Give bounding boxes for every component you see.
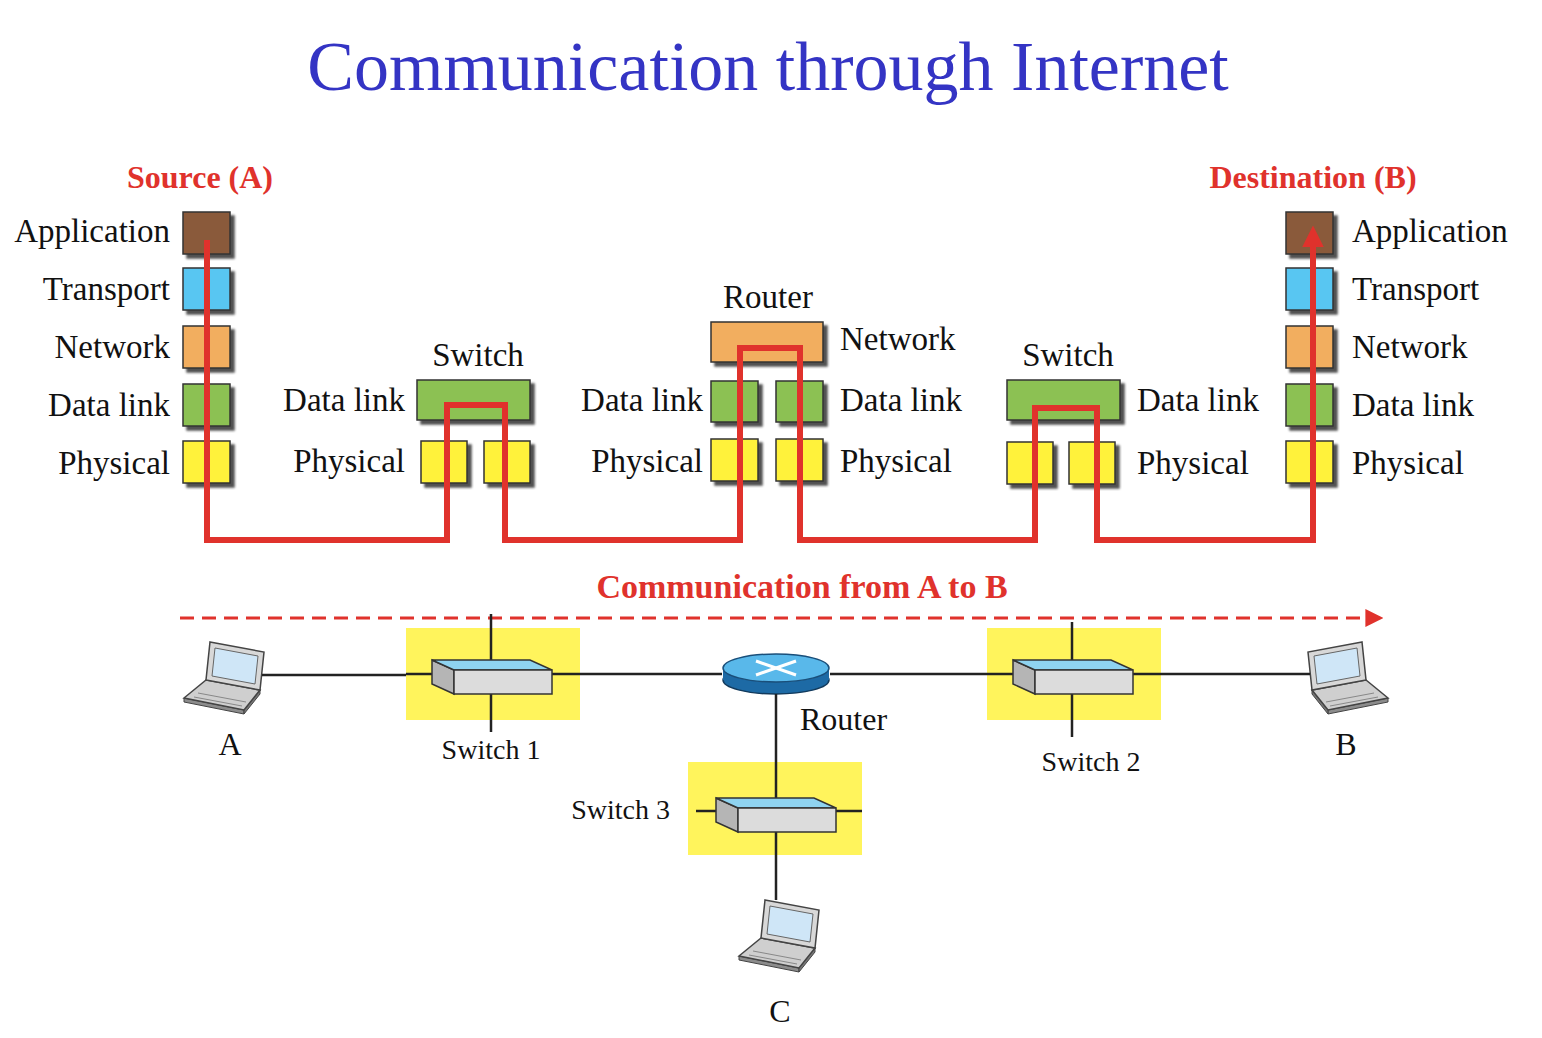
wire: [1131, 673, 1161, 676]
switch-stack: [1007, 380, 1120, 484]
layer-label: Data link: [1352, 387, 1474, 423]
data-path: [207, 232, 1313, 540]
router-mark: [756, 661, 796, 675]
physical-layer: [1007, 442, 1053, 484]
router-mark: [756, 661, 796, 675]
laptop-icon: [1308, 642, 1388, 714]
layer-label: Physical: [1352, 445, 1464, 481]
layer-label: Physical: [840, 443, 952, 479]
data-link-layer: [417, 380, 530, 420]
wire: [490, 692, 493, 732]
wire: [490, 614, 493, 664]
laptop-node: C: [735, 900, 817, 976]
network-link: [775, 855, 778, 900]
endpoint-heading: Source (A): [127, 160, 273, 195]
switch-stack: [417, 380, 530, 483]
layer-label: Network: [1352, 329, 1467, 365]
device-label: Switch: [432, 337, 524, 373]
device-label: Switch: [1022, 337, 1114, 373]
wire: [775, 830, 778, 855]
wire: [550, 673, 580, 676]
layer-label: Transport: [1352, 271, 1479, 307]
layer-label: Data link: [581, 382, 703, 418]
wire-stubs: [406, 614, 1161, 855]
layer-label: Data link: [840, 382, 962, 418]
layer-label: Transport: [43, 271, 170, 307]
wire: [1071, 622, 1074, 664]
flow-arrow: [180, 617, 1378, 620]
switch-icon: [432, 660, 552, 694]
layer-label: Physical: [1137, 445, 1249, 481]
laptop-icon: [1308, 642, 1388, 714]
device-name: C: [769, 994, 790, 1029]
layer-label: Network: [55, 329, 170, 365]
data-link-layer: [1007, 380, 1120, 420]
router-icon: [723, 654, 829, 694]
network-link: [580, 673, 722, 676]
data-link-layer: [711, 381, 758, 422]
switch-node: Switch 3: [688, 762, 862, 855]
switch-node: Switch 2: [987, 628, 1161, 720]
device-label: Router: [723, 279, 813, 315]
laptop-icon: [739, 900, 819, 972]
layer-stack: [1286, 212, 1333, 483]
laptop-node: B: [1310, 638, 1392, 712]
switch-node: Switch 1: [406, 628, 580, 720]
physical-layer: [1069, 442, 1115, 484]
router-top: [723, 654, 829, 682]
network-layer: [1286, 326, 1333, 368]
layer-label: Data link: [48, 387, 170, 423]
layer-label: Data link: [1137, 382, 1259, 418]
network-link: [262, 674, 406, 677]
network-link: [830, 673, 987, 676]
switch-highlight: [987, 628, 1161, 720]
laptop-icon: [184, 642, 264, 714]
switch-highlight: [406, 628, 580, 720]
wire: [1071, 692, 1074, 737]
wire: [987, 673, 1015, 676]
router-node: Router: [722, 654, 830, 694]
device-name: Router: [800, 702, 887, 737]
layer-label: Application: [14, 213, 170, 249]
layer-label: Physical: [591, 443, 703, 479]
network-link: [1161, 673, 1310, 676]
wire: [775, 762, 778, 802]
wire: [406, 673, 434, 676]
layer-label: Network: [840, 321, 955, 357]
application-layer: [1286, 212, 1333, 254]
switch-icon: [1013, 660, 1133, 694]
network-link: [775, 694, 778, 762]
device-name: A: [218, 727, 241, 762]
layer-label: Application: [1352, 213, 1508, 249]
physical-layer: [1286, 441, 1333, 483]
device-name: Switch 1: [442, 735, 541, 766]
device-name: Switch 3: [571, 795, 670, 826]
network-layer: [711, 322, 823, 362]
switch-icon: [716, 798, 836, 832]
layer-label: Data link: [283, 382, 405, 418]
layer-label: Physical: [58, 445, 170, 481]
switch-highlight: [688, 762, 862, 855]
transport-layer: [1286, 268, 1333, 310]
endpoint-heading: Destination (B): [1209, 160, 1416, 195]
device-name: B: [1335, 727, 1356, 762]
layer-label: Physical: [293, 443, 405, 479]
data-link-layer: [1286, 384, 1333, 426]
wire: [834, 810, 862, 813]
title: Communication through Internet: [307, 28, 1228, 105]
wire: [696, 810, 718, 813]
laptop-node: A: [180, 638, 262, 712]
physical-layer: [711, 439, 758, 481]
flow-label: Communication from A to B: [596, 568, 1007, 605]
device-name: Switch 2: [1042, 747, 1141, 778]
